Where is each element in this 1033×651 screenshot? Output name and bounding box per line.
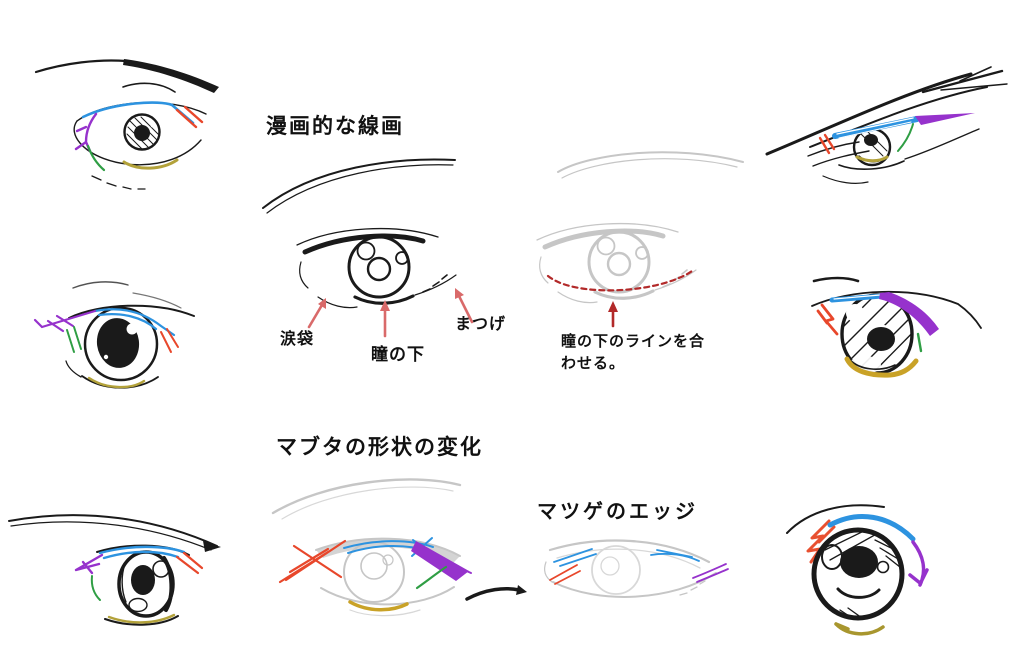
annotation-eyelashes: まつげ <box>455 316 507 333</box>
gold-guide <box>844 356 919 378</box>
iris <box>117 550 175 618</box>
eye-sketch-top-right <box>765 66 1008 184</box>
green-guide <box>66 326 82 353</box>
purple-guide <box>33 309 97 333</box>
red-guide <box>816 303 839 336</box>
blue-guide <box>829 293 885 303</box>
eyebrow-stroke <box>812 276 860 283</box>
pupil <box>131 565 155 595</box>
purple-guide <box>411 541 469 581</box>
section-title-lash-edge: マツゲのエッジ <box>537 501 698 523</box>
eye-sketch-middle-right <box>811 276 982 378</box>
eye-sketch-manga-lineart <box>262 158 467 308</box>
iris <box>123 113 161 151</box>
pupil <box>96 318 140 368</box>
eyebrow-stroke <box>557 151 744 173</box>
annotation-tear-bag: 涙袋 <box>280 331 315 348</box>
eye-sketch-top-left <box>34 59 219 190</box>
purple-guide <box>908 540 929 587</box>
manga-eye <box>296 229 467 308</box>
red-guide <box>175 551 204 575</box>
eye-highlight <box>846 304 864 322</box>
pupil <box>840 546 878 578</box>
eye-sketch-bottom-right <box>786 504 929 636</box>
section-title-manga-lineart: 漫画的な線画 <box>266 115 404 138</box>
eyelashes-arrow <box>455 288 474 324</box>
eyebrow-stroke <box>8 514 218 547</box>
eye-sketch-gray-copy <box>536 151 744 328</box>
iris <box>83 306 159 382</box>
eye-sketch-bottom-left <box>8 514 221 626</box>
annotation-under-pupil: 瞳の下 <box>371 345 425 364</box>
eye-highlight <box>126 323 138 335</box>
purple-guide <box>879 292 939 336</box>
red-guide <box>818 133 836 155</box>
eye-sketch-eyelid-shape <box>271 478 472 617</box>
eye-sketch-lash-edge <box>544 539 729 598</box>
red-edge <box>549 564 581 585</box>
blue-edge <box>553 548 700 567</box>
green-guide <box>897 123 914 152</box>
dashed-under-pupil-line <box>546 269 694 292</box>
purple-guide <box>915 113 975 125</box>
eye-highlight <box>150 122 156 128</box>
olive-guide <box>855 155 889 163</box>
lower-lid-line <box>104 615 179 626</box>
annotation-align-note: 瞳の下のラインを合わせる。 <box>561 333 706 372</box>
eyebrow-stroke <box>262 158 456 209</box>
pupil <box>134 125 150 141</box>
green-guide <box>90 575 101 601</box>
tear-bag-arrow <box>307 298 326 329</box>
olive-guide <box>834 622 885 636</box>
blue-guide <box>98 545 186 560</box>
section-title-eyelid-shape: マブタの形状の変化 <box>276 436 483 459</box>
green-guide <box>415 565 448 590</box>
iris <box>811 527 905 621</box>
upper-lid-line <box>315 537 461 557</box>
annotation-arrows <box>307 288 474 338</box>
eye-highlight <box>821 544 843 570</box>
red-guide <box>175 105 204 129</box>
purple-edge <box>692 563 729 583</box>
pupil <box>867 327 895 351</box>
red-guide <box>160 328 179 353</box>
upper-lid-line <box>811 290 982 329</box>
green-guide <box>916 332 923 353</box>
eyebrow-stroke <box>786 504 885 534</box>
red-guide <box>278 539 347 584</box>
lower-lid-line <box>320 586 455 606</box>
blue-guide <box>827 514 916 542</box>
blue-guide <box>81 101 195 125</box>
upper-lid-line <box>68 304 195 319</box>
eyebrow-stroke <box>34 59 128 74</box>
eyebrow-thick-stroke <box>123 59 219 93</box>
eye-sketch-middle-left <box>33 281 195 389</box>
olive-guide <box>87 376 146 389</box>
olive-guide <box>122 158 179 170</box>
purple-guide <box>74 112 98 153</box>
red-arrow-up <box>608 301 618 328</box>
eyebrow-stroke <box>72 281 129 289</box>
transform-arrow <box>465 585 527 601</box>
blue-guide <box>832 116 920 139</box>
iris <box>591 545 641 595</box>
pupil <box>864 134 878 146</box>
olive-guide <box>107 613 176 624</box>
upper-lid-line <box>548 539 711 564</box>
gold-guide <box>348 600 409 612</box>
eye-highlight <box>152 560 170 578</box>
purple-guide <box>74 553 104 575</box>
eyebrow-stroke <box>765 72 973 156</box>
under-pupil-arrow <box>380 300 390 338</box>
blue-guide <box>343 537 437 558</box>
green-guide <box>86 144 106 172</box>
lower-lid-line <box>838 160 905 170</box>
eyebrow-stroke <box>271 478 462 515</box>
